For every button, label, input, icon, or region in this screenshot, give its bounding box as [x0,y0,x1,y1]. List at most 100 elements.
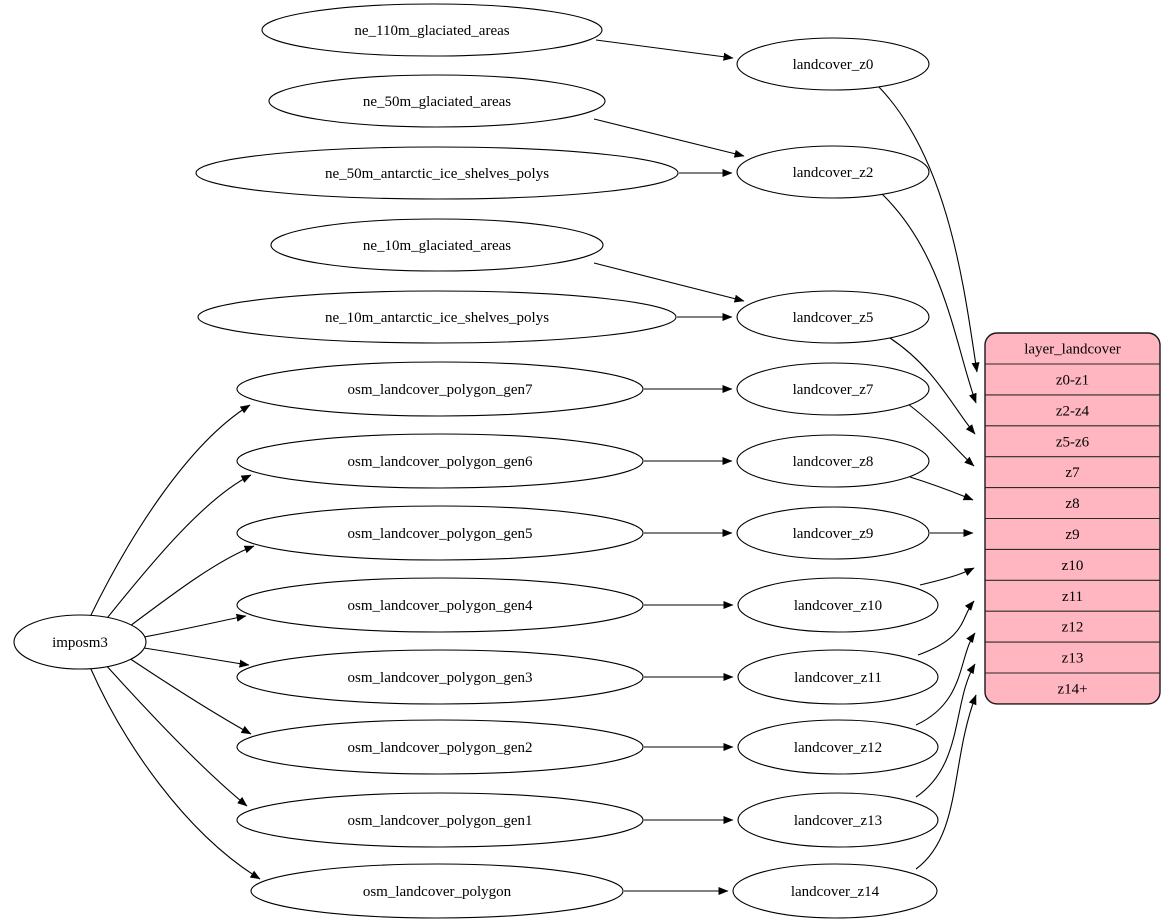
node-ellipse-osm_landcover_polygon_gen6 [236,433,644,489]
node-landcover_z9: landcover_z9 [736,506,930,560]
table-row-z7: z7 [1065,465,1080,481]
node-label-landcover_z10: landcover_z10 [794,598,882,614]
edge-landcover_z5-to-layer_landcover-z5-z6 [889,337,976,435]
node-label-landcover_z5: landcover_z5 [793,310,874,326]
node-ellipse-osm_landcover_polygon [250,863,624,919]
table-row-z10: z10 [1062,558,1084,574]
node-osm_landcover_polygon_gen1: osm_landcover_polygon_gen1 [236,792,644,848]
edge-landcover_z10-to-layer_landcover-z10 [919,567,975,586]
node-ellipse-ne_50m_glaciated_areas [268,74,606,128]
node-label-landcover_z7: landcover_z7 [793,382,874,398]
node-osm_landcover_polygon: osm_landcover_polygon [250,863,624,919]
node-ellipse-imposm3 [13,614,147,670]
node-landcover_z11: landcover_z11 [737,649,939,705]
node-landcover_z14: landcover_z14 [732,863,938,919]
edge-imposm3-to-osm_landcover_polygon_gen4 [143,613,247,638]
node-landcover_z10: landcover_z10 [737,577,939,633]
node-label-imposm3: imposm3 [52,635,108,651]
table-row-z13: z13 [1062,651,1084,667]
edge-imposm3-to-osm_landcover_polygon_gen1 [103,662,248,807]
table-row-z2-z4: z2-z4 [1056,403,1090,419]
node-ellipse-landcover_z13 [737,792,939,848]
node-landcover_z0: landcover_z0 [736,37,930,91]
node-ellipse-ne_10m_antarctic_ice_shelves_polys [197,290,677,344]
node-label-osm_landcover_polygon_gen2: osm_landcover_polygon_gen2 [348,740,533,756]
table-row-z8: z8 [1065,496,1079,512]
table-row-z11: z11 [1062,589,1083,605]
node-ellipse-landcover_z12 [737,719,939,775]
node-ne_10m_antarctic_ice_shelves_polys: ne_10m_antarctic_ice_shelves_polys [197,290,677,344]
node-ellipse-landcover_z14 [732,863,938,919]
edge-landcover_z7-to-layer_landcover-z7 [907,403,975,467]
edge-imposm3-to-osm_landcover_polygon [89,666,261,880]
node-landcover_z2: landcover_z2 [736,145,930,199]
edge-imposm3-to-osm_landcover_polygon_gen7 [89,404,251,618]
node-landcover_z8: landcover_z8 [736,434,930,488]
node-osm_landcover_polygon_gen4: osm_landcover_polygon_gen4 [236,577,644,633]
edge-imposm3-to-osm_landcover_polygon_gen5 [125,545,255,630]
node-label-osm_landcover_polygon: osm_landcover_polygon [363,884,512,900]
table-row-z5-z6: z5-z6 [1056,434,1090,450]
node-ellipse-landcover_z0 [736,37,930,91]
node-ellipse-osm_landcover_polygon_gen3 [236,649,644,705]
graph-nodes: imposm3 ne_110m_glaciated_areas ne_50m_gla… [13,3,939,919]
node-ellipse-landcover_z5 [736,290,930,344]
edge-imposm3-to-osm_landcover_polygon_gen6 [103,474,252,623]
edge-landcover_z11-to-layer_landcover-z11 [917,600,975,656]
node-ne_10m_glaciated_areas: ne_10m_glaciated_areas [270,218,604,272]
node-landcover_z5: landcover_z5 [736,290,930,344]
graph-edges [89,39,980,895]
node-label-ne_110m_glaciated_areas: ne_110m_glaciated_areas [354,23,509,39]
node-label-landcover_z11: landcover_z11 [794,670,882,686]
node-ellipse-ne_10m_glaciated_areas [270,218,604,272]
edge-ne_110m_glaciated_areas-to-landcover_z0 [595,39,734,61]
node-ellipse-landcover_z10 [737,577,939,633]
node-label-landcover_z2: landcover_z2 [793,165,874,181]
edge-landcover_z13-to-layer_landcover-z13 [915,663,976,798]
table-row-z12: z12 [1062,620,1084,636]
node-label-ne_10m_antarctic_ice_shelves_polys: ne_10m_antarctic_ice_shelves_polys [325,310,549,326]
edge-imposm3-to-osm_landcover_polygon_gen2 [125,655,252,735]
edge-landcover_z0-to-layer_landcover-z0-z1 [877,85,980,373]
node-ellipse-landcover_z11 [737,649,939,705]
node-label-osm_landcover_polygon_gen7: osm_landcover_polygon_gen7 [348,382,533,398]
node-ne_50m_antarctic_ice_shelves_polys: ne_50m_antarctic_ice_shelves_polys [195,146,679,200]
node-label-ne_10m_glaciated_areas: ne_10m_glaciated_areas [363,238,511,254]
node-ellipse-osm_landcover_polygon_gen2 [236,719,644,775]
node-osm_landcover_polygon_gen2: osm_landcover_polygon_gen2 [236,719,644,775]
node-osm_landcover_polygon_gen7: osm_landcover_polygon_gen7 [236,361,644,417]
node-label-osm_landcover_polygon_gen5: osm_landcover_polygon_gen5 [348,526,533,542]
node-landcover_z7: landcover_z7 [736,362,930,416]
landcover-table: layer_landcover z0-z1 z2-z4 z5-z6 z7 z8 z9 z10 z… [984,332,1161,705]
node-ellipse-osm_landcover_polygon_gen4 [236,577,644,633]
node-label-ne_50m_glaciated_areas: ne_50m_glaciated_areas [363,94,511,110]
edge-ne_10m_glaciated_areas-to-landcover_z5 [593,262,745,303]
node-label-osm_landcover_polygon_gen4: osm_landcover_polygon_gen4 [348,598,533,614]
edge-landcover_z14-to-layer_landcover-z14+ [915,694,977,870]
node-ellipse-landcover_z2 [736,145,930,199]
node-ellipse-landcover_z9 [736,506,930,560]
node-landcover_z13: landcover_z13 [737,792,939,848]
node-label-osm_landcover_polygon_gen3: osm_landcover_polygon_gen3 [348,670,533,686]
node-label-landcover_z0: landcover_z0 [793,57,874,73]
node-ellipse-osm_landcover_polygon_gen1 [236,792,644,848]
edge-ne_50m_glaciated_areas-to-landcover_z2 [593,118,745,158]
node-ellipse-ne_50m_antarctic_ice_shelves_polys [195,146,679,200]
node-osm_landcover_polygon_gen3: osm_landcover_polygon_gen3 [236,649,644,705]
node-label-landcover_z8: landcover_z8 [793,454,874,470]
table-row-z9: z9 [1065,527,1079,543]
node-ne_110m_glaciated_areas: ne_110m_glaciated_areas [261,3,603,57]
table-header: layer_landcover [1024,342,1121,358]
table-row-z0-z1: z0-z1 [1056,372,1089,388]
node-label-ne_50m_antarctic_ice_shelves_polys: ne_50m_antarctic_ice_shelves_polys [325,166,549,182]
node-imposm3: imposm3 [13,614,147,670]
node-label-osm_landcover_polygon_gen6: osm_landcover_polygon_gen6 [348,454,533,470]
edge-imposm3-to-osm_landcover_polygon_gen3 [143,647,250,668]
node-ne_50m_glaciated_areas: ne_50m_glaciated_areas [268,74,606,128]
node-landcover_z12: landcover_z12 [737,719,939,775]
node-label-landcover_z12: landcover_z12 [794,740,882,756]
node-osm_landcover_polygon_gen6: osm_landcover_polygon_gen6 [236,433,644,489]
edge-landcover_z2-to-layer_landcover-z2-z4 [881,193,977,404]
